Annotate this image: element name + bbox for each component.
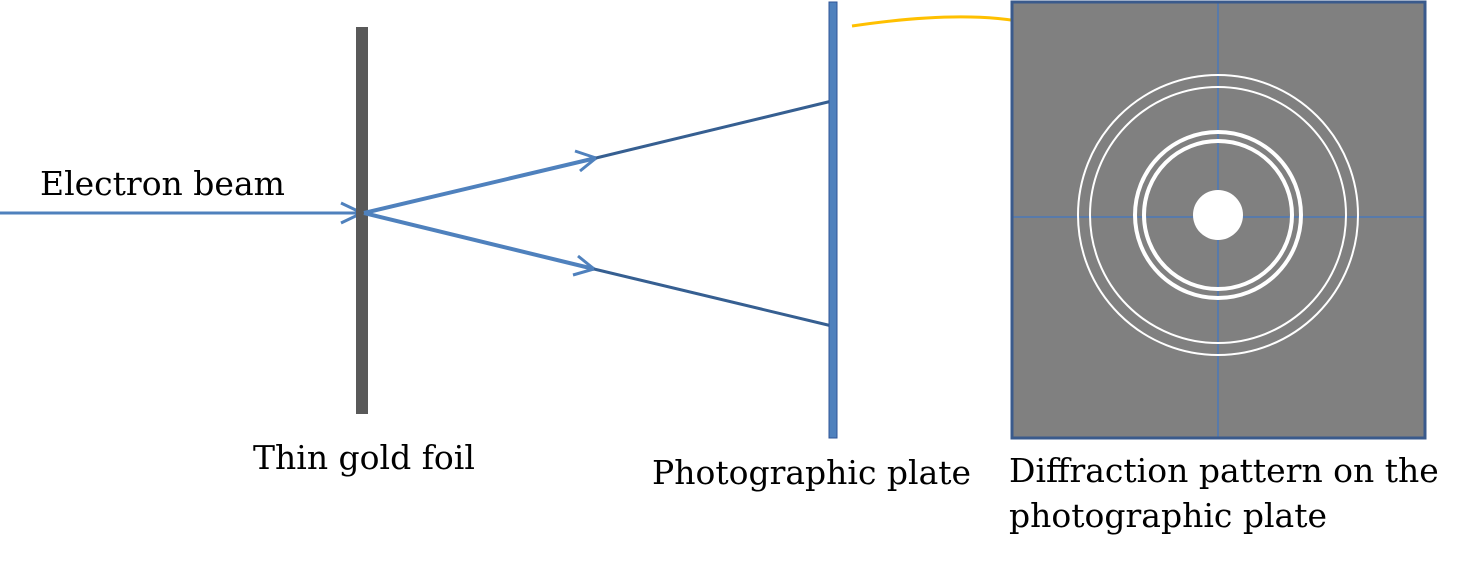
diffraction-ring-outer — [1077, 74, 1359, 356]
label-photographic-plate: Photographic plate — [652, 453, 971, 492]
upper-diffracted-ray-far — [595, 99, 833, 160]
diffraction-ring-third — [1133, 130, 1303, 300]
gold-foil — [356, 27, 368, 414]
upper-diffracted-ray-near — [363, 156, 597, 215]
label-electron-beam: Electron beam — [40, 164, 285, 203]
label-thin-gold-foil: Thin gold foil — [253, 438, 475, 477]
lower-diffracted-ray-far — [593, 267, 833, 328]
pattern-border — [1010, 0, 1427, 440]
photographic-plate — [828, 1, 838, 439]
label-diffraction-pattern-line2: photographic plate — [1009, 496, 1327, 535]
central-bright-spot — [1193, 190, 1243, 240]
diffraction-pattern-panel — [1010, 0, 1427, 440]
diffraction-ring-second — [1089, 86, 1347, 344]
lower-diffracted-ray-near — [363, 211, 595, 271]
diffraction-ring-inner — [1142, 139, 1294, 291]
label-diffraction-pattern-line1: Diffraction pattern on the — [1009, 451, 1439, 490]
